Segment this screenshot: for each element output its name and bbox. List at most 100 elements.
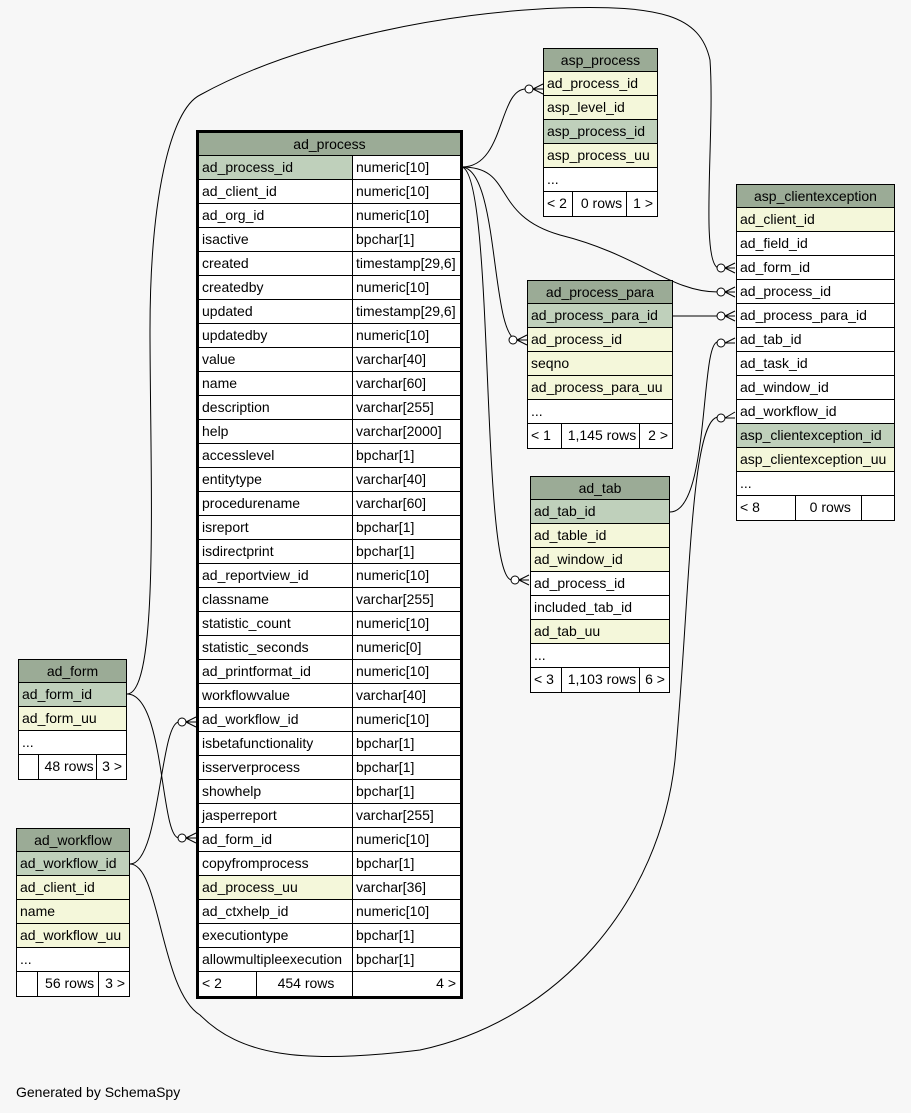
column-name: updated xyxy=(202,303,253,319)
column-name: ad_process_id xyxy=(740,283,832,299)
children-count: 6 > xyxy=(639,668,669,692)
children-count: 2 > xyxy=(639,424,672,448)
column-type: varchar[2000] xyxy=(352,420,460,443)
column-row: ad_client_id xyxy=(17,876,129,900)
column-name: isdirectprint xyxy=(202,543,274,559)
row-count: 0 rows xyxy=(572,192,626,216)
column-row: ad_process_para_uu xyxy=(528,376,672,400)
column-name: name xyxy=(17,900,129,923)
column-row: ad_process_id xyxy=(737,280,894,304)
column-name: ad_process_para_uu xyxy=(528,376,672,399)
column-name: value xyxy=(202,351,236,367)
children-count: 4 > xyxy=(352,972,460,996)
column-type: timestamp[29,6] xyxy=(352,252,460,275)
column-name: ... xyxy=(740,475,752,491)
column-row: ad_form_uu xyxy=(19,707,126,731)
column-row: ad_table_id xyxy=(531,524,669,548)
children-count: 1 > xyxy=(626,192,657,216)
column-name: ad_process_uu xyxy=(199,876,352,899)
column-name: ad_tab_uu xyxy=(531,620,669,643)
column-row: ad_form_id xyxy=(19,683,126,707)
column-type: bpchar[1] xyxy=(352,780,460,803)
column-type: numeric[10] xyxy=(352,828,460,851)
column-name: ... xyxy=(531,403,543,419)
children-count xyxy=(861,496,894,520)
children-count: 3 > xyxy=(98,972,129,996)
column-name: ad_form_uu xyxy=(19,707,126,730)
column-name: jasperreport xyxy=(202,807,277,823)
column-name: ad_reportview_id xyxy=(202,567,309,583)
column-name: isactive xyxy=(202,231,249,247)
column-row: ad_tab_id xyxy=(737,328,894,352)
column-name: ad_table_id xyxy=(531,524,669,547)
column-name: ad_workflow_id xyxy=(202,711,299,727)
column-name: ... xyxy=(22,734,34,750)
column-name: ad_workflow_id xyxy=(740,403,837,419)
column-name: ad_process_id xyxy=(534,575,626,591)
column-name: isreport xyxy=(202,519,249,535)
column-name: ... xyxy=(20,951,32,967)
column-row: ... xyxy=(19,731,126,755)
column-row: ad_process_id xyxy=(531,572,669,596)
column-name: asp_clientexception_uu xyxy=(737,448,894,471)
row-count: 56 rows xyxy=(36,972,99,996)
column-name: executiontype xyxy=(202,927,289,943)
column-row: ad_workflow_id xyxy=(737,400,894,424)
column-row: ad_process_para_id xyxy=(528,304,672,328)
table-title: ad_process_para xyxy=(528,281,672,304)
column-row: ad_process_id xyxy=(528,328,672,352)
column-name: ad_client_id xyxy=(17,876,129,899)
column-name: workflowvalue xyxy=(202,687,290,703)
column-name: isbetafunctionality xyxy=(202,735,314,751)
column-type: numeric[10] xyxy=(352,612,460,635)
table-title: ad_form xyxy=(19,660,126,683)
table-title: asp_clientexception xyxy=(737,185,894,208)
column-row: ad_workflow_uu xyxy=(17,924,129,948)
table-title: asp_process xyxy=(544,49,657,72)
column-name: ad_workflow_id xyxy=(17,852,129,875)
parents-count: < 1 xyxy=(531,427,551,443)
column-type: varchar[40] xyxy=(352,468,460,491)
column-row: ad_process_id xyxy=(544,72,657,96)
column-row: ad_field_id xyxy=(737,232,894,256)
column-row: asp_clientexception_id xyxy=(737,424,894,448)
column-type: numeric[10] xyxy=(352,660,460,683)
column-name: ad_form_id xyxy=(19,683,126,706)
row-count: 48 rows xyxy=(37,755,97,779)
column-name: description xyxy=(202,399,270,415)
column-name: asp_clientexception_id xyxy=(737,424,894,447)
column-name: ad_client_id xyxy=(202,183,277,199)
column-type: varchar[60] xyxy=(352,372,460,395)
column-name: asp_process_uu xyxy=(544,144,657,167)
column-type: numeric[10] xyxy=(352,276,460,299)
parents-count: < 3 xyxy=(534,671,554,687)
column-name: ad_process_para_id xyxy=(740,307,867,323)
column-name: name xyxy=(202,375,238,391)
column-name: showhelp xyxy=(202,783,262,799)
column-type: numeric[10] xyxy=(352,708,460,731)
column-name: included_tab_id xyxy=(534,599,633,615)
column-type: bpchar[1] xyxy=(352,948,460,971)
